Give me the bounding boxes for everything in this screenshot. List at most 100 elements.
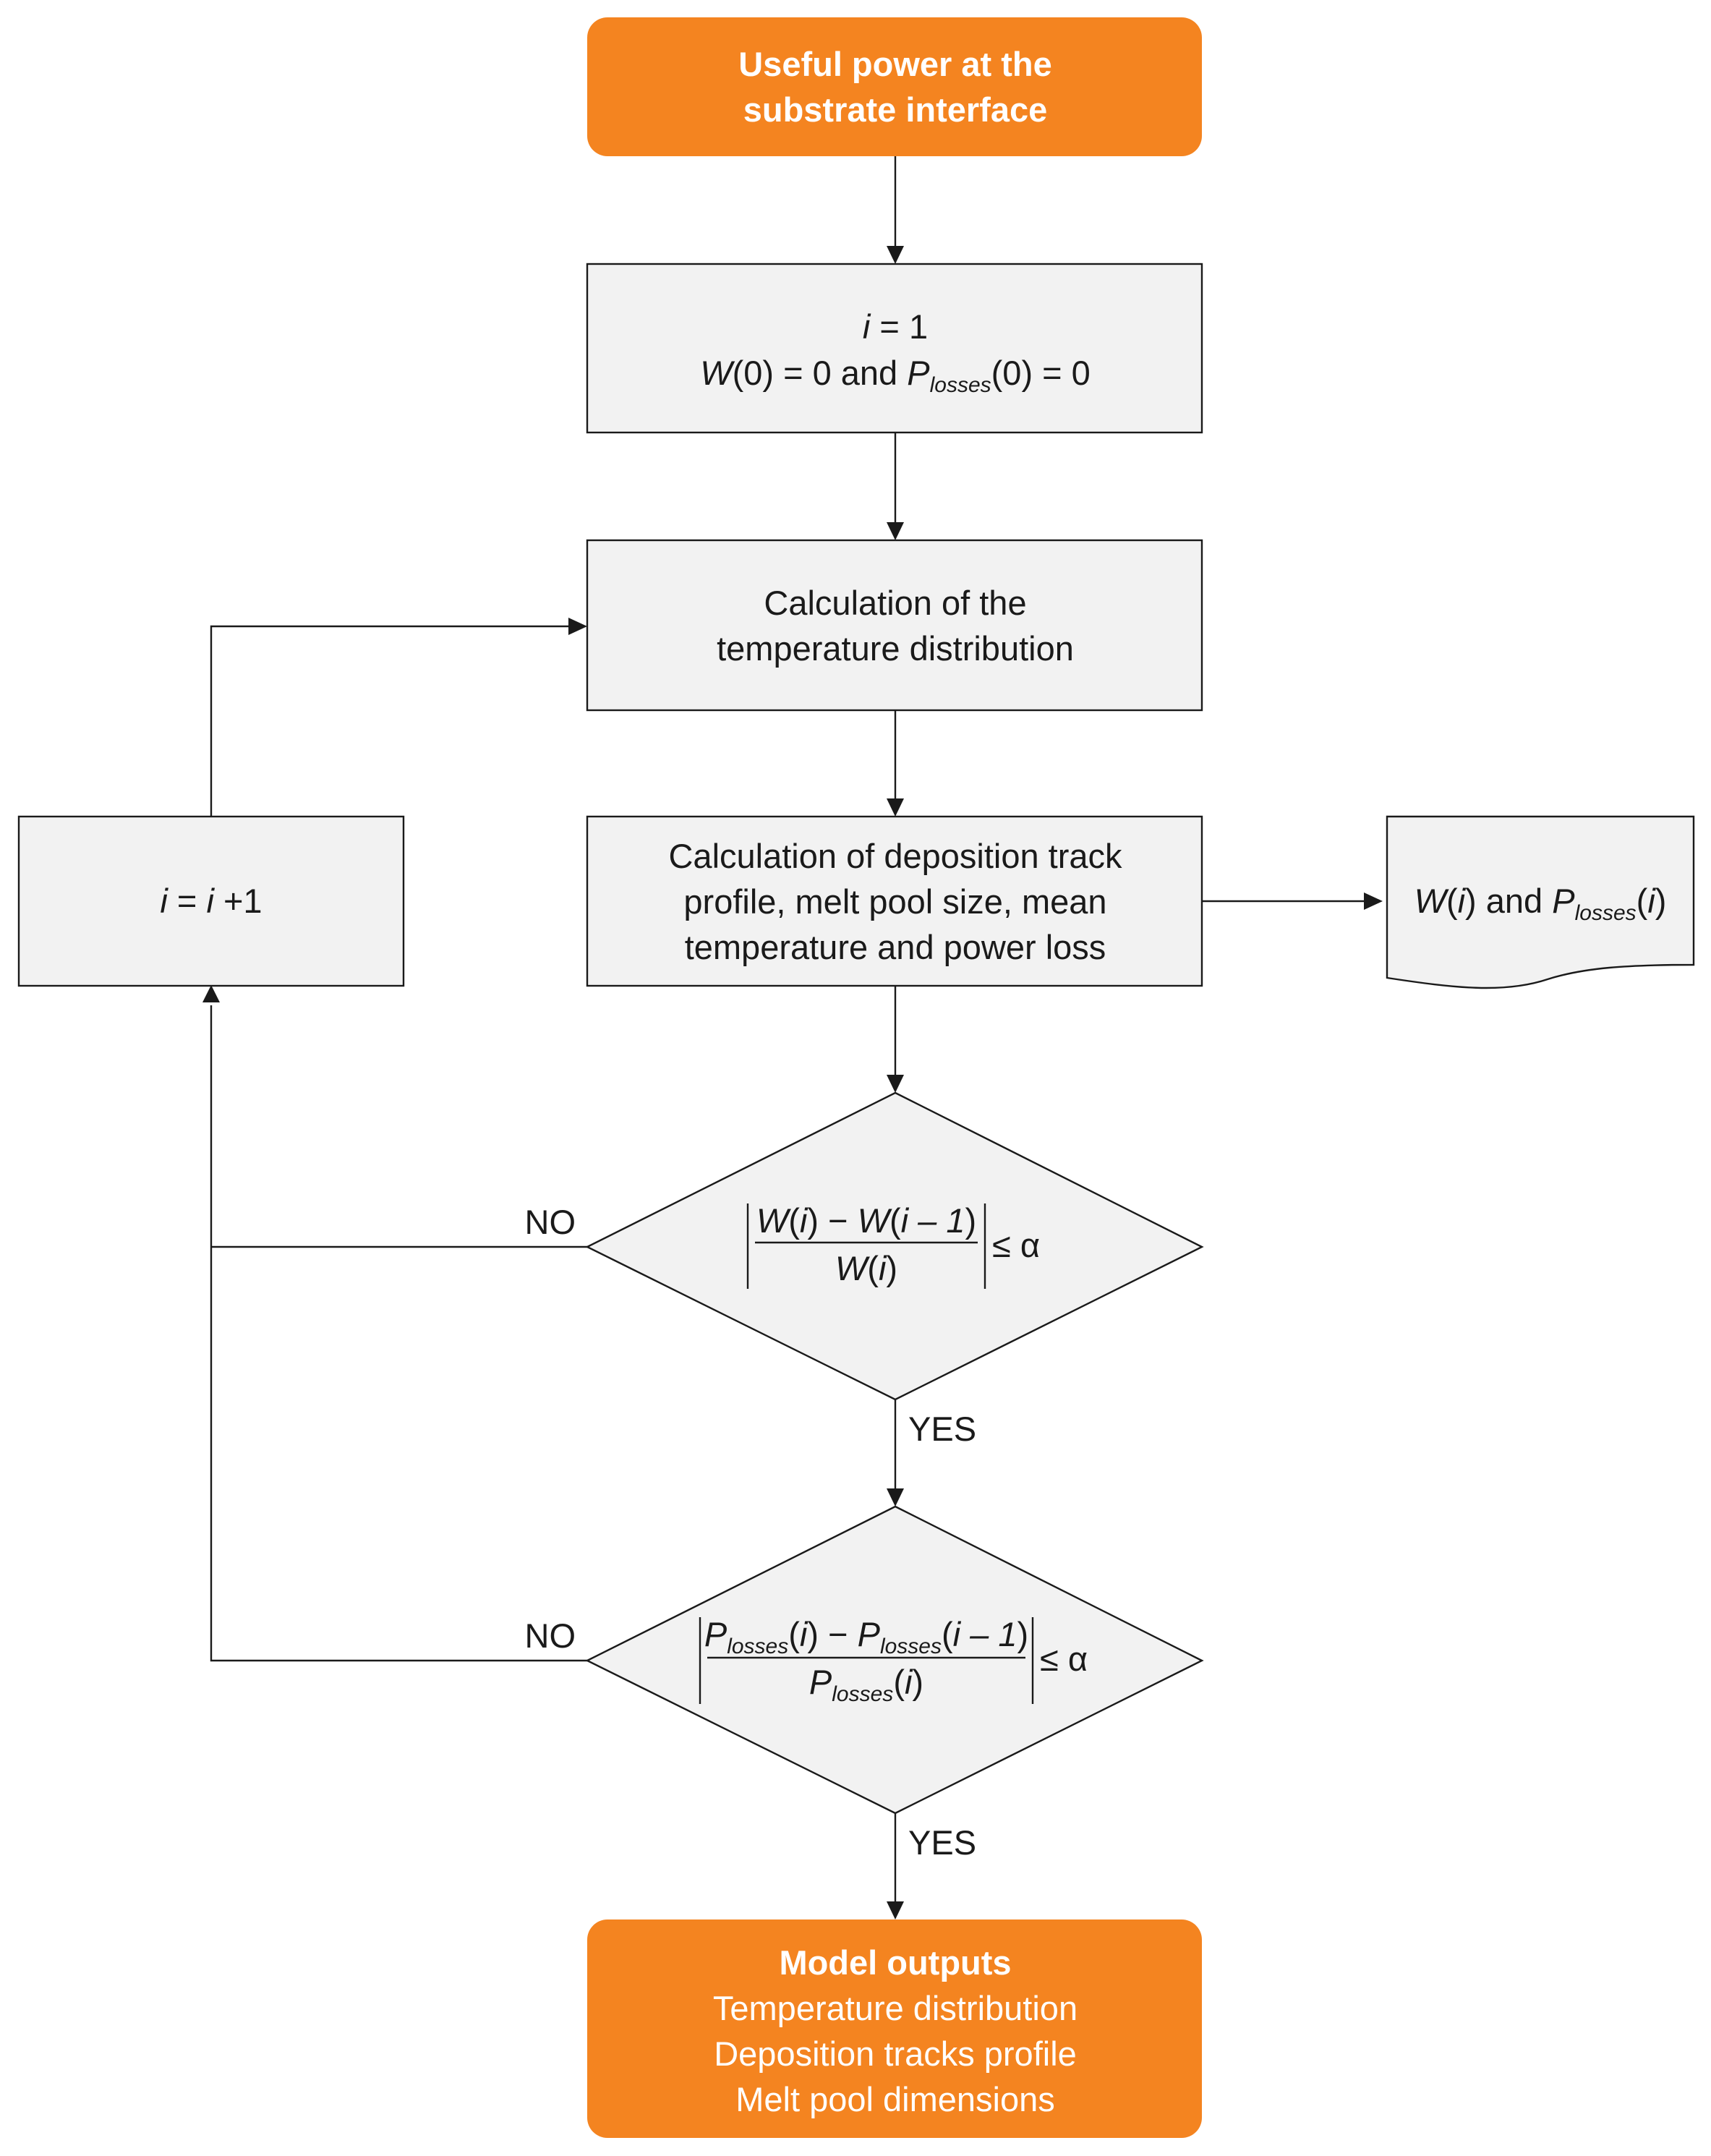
temperature-calc-node: Calculation of the temperature distribut… — [586, 539, 1203, 712]
d2-num-minus: − — [819, 1615, 858, 1653]
arrowhead-increment — [202, 985, 220, 1002]
decision-1-comparison: ≤ α — [992, 1226, 1040, 1264]
model-outputs-box — [587, 1919, 1202, 2138]
d2-num-b1: ) — [807, 1615, 819, 1653]
d1-num-w2: W — [858, 1201, 893, 1240]
init-w-eq: (0) = 0 and — [733, 354, 908, 392]
arrowhead-temp-loop — [568, 618, 587, 635]
deposition-line-1: Calculation of deposition track — [668, 837, 1122, 875]
label-yes-2: YES — [908, 1823, 976, 1862]
d2-den-b: ) — [912, 1663, 923, 1701]
label-no-2: NO — [525, 1616, 576, 1655]
d2-den-sub: losses — [832, 1682, 893, 1706]
d1-den-i: i — [879, 1249, 887, 1287]
d2-num-b2: ) — [1017, 1615, 1029, 1653]
increment-eq: = — [168, 882, 207, 920]
decision-1-diamond — [585, 1091, 1204, 1401]
init-p-var: P — [907, 354, 930, 392]
decision-2-comparison: ≤ α — [1040, 1640, 1088, 1678]
d1-num-p1o: ( — [788, 1201, 800, 1240]
arrowhead-outputs — [887, 1901, 904, 1919]
increment-i-var: i — [160, 882, 168, 920]
temp-line-1: Calculation of the — [764, 584, 1026, 622]
arrow-decision2-no — [210, 1005, 587, 1662]
d2-num-p1: P — [704, 1615, 728, 1653]
init-i-eq: = 1 — [870, 307, 928, 346]
output-p-close: ) — [1655, 882, 1667, 920]
outputs-title: Model outputs — [779, 1943, 1011, 1982]
init-box — [586, 263, 1203, 434]
label-yes-1: YES — [908, 1410, 976, 1448]
temperature-calc-box — [586, 539, 1203, 712]
d1-num-p1c: ) — [807, 1201, 819, 1240]
deposition-calc-box — [586, 815, 1203, 987]
d2-num-i1: i — [800, 1615, 808, 1653]
decision-2-numerator: Plosses(i) − Plosses(i – 1) — [704, 1615, 1028, 1658]
d2-den-p: P — [809, 1663, 832, 1701]
start-line-1: Useful power at the — [738, 45, 1052, 83]
start-box — [587, 17, 1202, 156]
deposition-line-3: temperature and power loss — [685, 928, 1106, 966]
d1-num-p2o: ( — [889, 1201, 901, 1240]
decision-2-denominator: Plosses(i) — [809, 1663, 923, 1706]
arrow-increment-to-temp — [210, 625, 571, 816]
output-document-text: W(i) and Plosses(i) — [1415, 882, 1667, 925]
d1-den-pc: ) — [886, 1249, 897, 1287]
arrowhead-init — [887, 246, 904, 264]
output-p-sub: losses — [1575, 901, 1637, 925]
increment-node: i = i +1 — [17, 815, 405, 987]
edge-labels: NO YES NO YES — [525, 1203, 977, 1862]
start-node: Useful power at the substrate interface — [587, 17, 1202, 156]
d1-num-p2c: ) — [965, 1201, 976, 1240]
init-node: i = 1 W(0) = 0 and Plosses(0) = 0 — [586, 263, 1203, 434]
temp-line-2: temperature distribution — [717, 629, 1074, 668]
decision-1-node: W(i) − W(i – 1) W(i) ≤ α — [585, 1091, 1204, 1401]
outputs-item-1: Temperature distribution — [713, 1989, 1078, 2027]
label-no-1: NO — [525, 1203, 576, 1241]
d2-num-sub2: losses — [880, 1635, 942, 1658]
init-p-eq: (0) = 0 — [991, 354, 1091, 392]
increment-plus: +1 — [214, 882, 263, 920]
output-w-var: W — [1415, 882, 1450, 920]
d1-den-w: W — [835, 1249, 871, 1287]
arrowhead-decision2 — [887, 1488, 904, 1507]
d2-num-i2: i – 1 — [953, 1615, 1017, 1653]
d1-num-i1: i — [800, 1201, 808, 1240]
init-p-sub: losses — [930, 373, 991, 397]
d2-num-sub1: losses — [727, 1635, 788, 1658]
d2-num-p2: P — [858, 1615, 881, 1653]
decision-2-diamond — [585, 1505, 1204, 1815]
d2-num-a2: ( — [942, 1615, 953, 1653]
arrowhead-temp — [887, 522, 904, 540]
d2-den-i: i — [905, 1663, 913, 1701]
decision-1-denominator: W(i) — [835, 1249, 897, 1287]
start-line-2: substrate interface — [743, 90, 1048, 129]
outputs-item-3: Melt pool dimensions — [735, 2080, 1055, 2118]
deposition-calc-node: Calculation of deposition track profile,… — [586, 815, 1203, 987]
d1-num-minus: − — [819, 1201, 858, 1240]
output-document-node: W(i) and Plosses(i) — [1386, 815, 1695, 989]
d1-num-i2: i – 1 — [901, 1201, 965, 1240]
output-w-open: ( — [1446, 882, 1458, 920]
decision-1-numerator: W(i) − W(i – 1) — [756, 1201, 976, 1240]
increment-text: i = i +1 — [160, 882, 262, 920]
output-and: and — [1477, 882, 1553, 920]
output-p-var: P — [1552, 882, 1575, 920]
deposition-line-2: profile, melt pool size, mean — [683, 882, 1106, 921]
output-i-var: i — [1458, 882, 1467, 920]
d2-den-a: ( — [893, 1663, 905, 1701]
output-w-close: ) — [1465, 882, 1477, 920]
init-line-1: i = 1 — [863, 307, 928, 346]
init-line-2: W(0) = 0 and Plosses(0) = 0 — [700, 354, 1091, 397]
increment-i-var-2: i — [206, 882, 215, 920]
init-w-var: W — [700, 354, 735, 392]
outputs-item-2: Deposition tracks profile — [714, 2034, 1077, 2073]
output-i-var-2: i — [1647, 882, 1656, 920]
increment-box — [17, 815, 405, 987]
connectors — [202, 156, 1383, 1919]
arrowhead-decision1 — [887, 1075, 904, 1093]
output-document-shape — [1386, 815, 1695, 989]
d2-num-a1: ( — [788, 1615, 800, 1653]
model-outputs-node: Model outputs Temperature distribution D… — [587, 1919, 1202, 2138]
